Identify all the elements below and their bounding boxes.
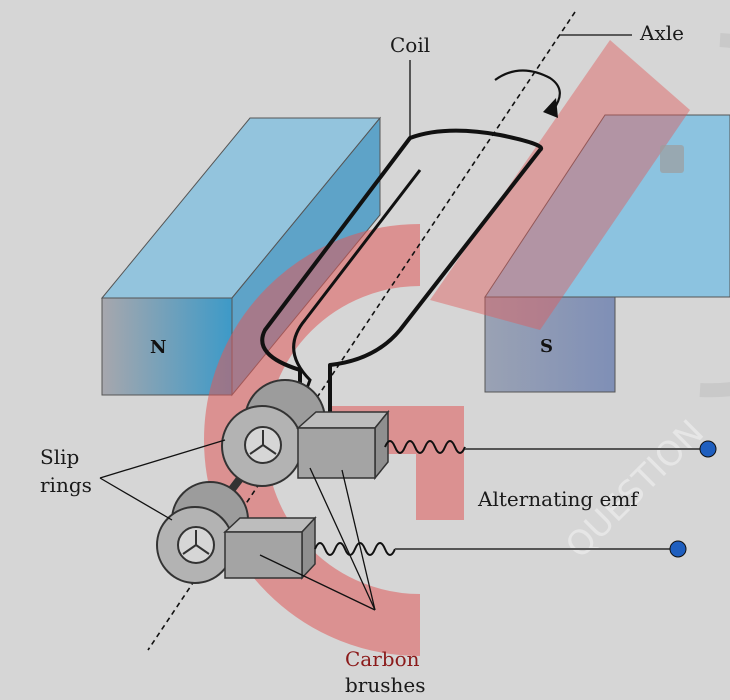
carbon-leader-upper: [309, 467, 376, 611]
carbon-brushes-label-line1: Carbon: [345, 647, 420, 671]
axle-label: Axle: [639, 21, 684, 45]
south-pole-label: S: [540, 336, 553, 357]
upper-terminal: [699, 440, 717, 458]
north-pole-label: N: [150, 337, 166, 358]
slip-rings-leader-upper: [99, 439, 226, 479]
coil-wire: [260, 128, 544, 430]
watermark-lock-icon: [660, 145, 684, 173]
lower-spring: [314, 542, 396, 556]
upper-spring: [384, 440, 466, 454]
carbon-leader-lower: [259, 554, 376, 611]
upper-carbon-brush: [296, 409, 390, 481]
carbon-brushes-label-line2: brushes: [345, 673, 426, 697]
rotation-arrow-icon: [494, 69, 561, 118]
lower-carbon-brush: [223, 516, 317, 580]
slip-rings-leader-lower: [99, 477, 173, 521]
coil-inner-wire: [286, 169, 422, 441]
slip-rings-label-line2: rings: [40, 473, 92, 497]
lower-terminal: [669, 540, 687, 558]
coil-label: Coil: [390, 33, 430, 57]
alternating-emf-label: Alternating emf: [477, 487, 639, 511]
slip-rings-label-line1: Slip: [40, 445, 79, 469]
carbon-leader-mid: [341, 469, 376, 611]
watermark-letter-b: [430, 40, 690, 330]
